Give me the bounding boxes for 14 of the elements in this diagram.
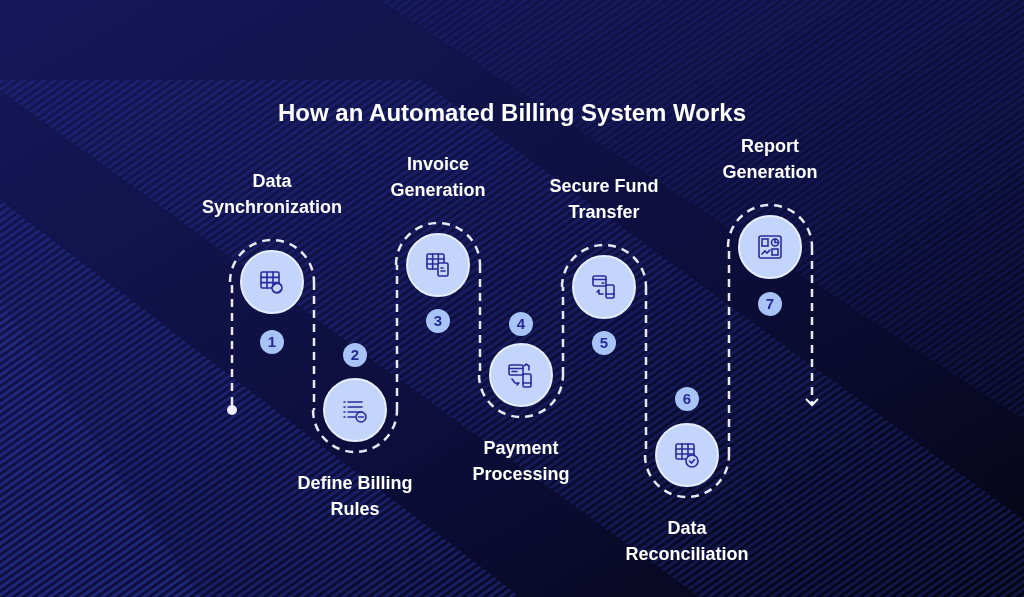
title: How an Automated Billing System Works <box>276 99 748 127</box>
step-label: Data Reconciliation <box>624 517 750 566</box>
dashed-connector <box>230 282 234 405</box>
dashed-connector <box>805 247 819 406</box>
dashed-connector <box>395 265 399 410</box>
dashed-connector <box>561 287 565 375</box>
step-label: Define Billing Rules <box>296 472 414 521</box>
step-label: Payment Processing <box>471 437 571 486</box>
start-dot <box>227 405 237 415</box>
dashed-connector <box>312 282 316 410</box>
step-label: Report Generation <box>721 135 819 184</box>
step-label: Secure Fund Transfer <box>548 175 660 224</box>
step-label: Data Synchronization <box>201 170 343 219</box>
step-label: Invoice Generation <box>389 153 487 202</box>
